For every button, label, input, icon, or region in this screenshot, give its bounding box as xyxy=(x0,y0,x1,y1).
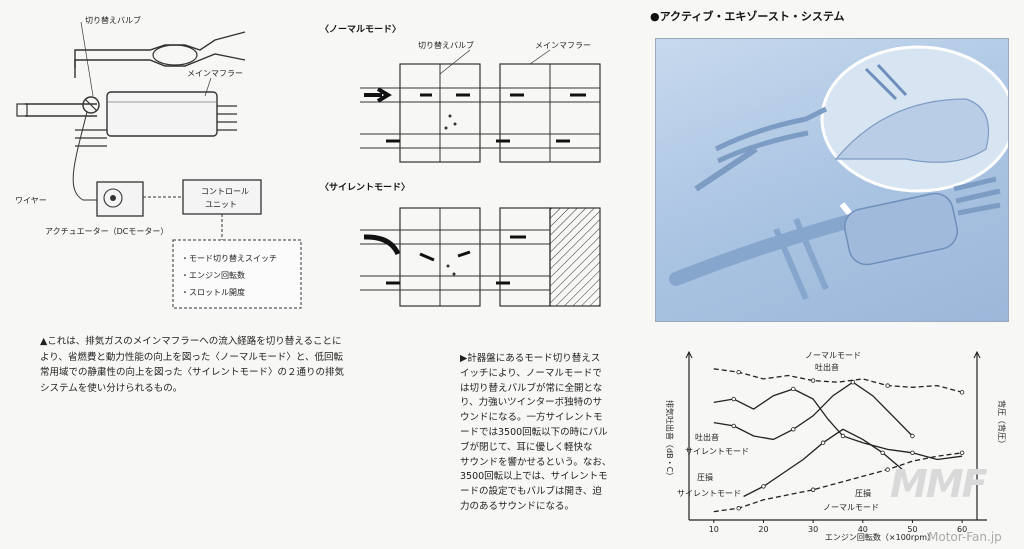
chart-series-point-0 xyxy=(959,390,965,395)
section-header: ●アクティブ・エキゾースト・システム xyxy=(650,10,845,23)
exhaust-sound-chart: 10 20 30 40 50 60 エンジン回転数（×100rpm） 排気吐出音（dB・C… xyxy=(665,350,1007,542)
chart-series-point-0 xyxy=(810,378,816,383)
chart-series-point-1 xyxy=(840,433,846,439)
chart-series-point-1 xyxy=(731,396,736,402)
chart-series-point-4 xyxy=(736,506,741,511)
chart-series-point-0 xyxy=(885,383,890,388)
chart-annotation-exhaust-sound-silent: 吐出音 xyxy=(695,432,719,442)
actuator-label: アクチュエーター（DCモーター） xyxy=(45,227,168,236)
chart-x-tick-label: 40 xyxy=(858,525,868,534)
caption-left-line: より、省燃費と動力性能の向上を図った〈ノーマルモード〉と、低回転 xyxy=(40,351,344,363)
chart-y-arrow-right xyxy=(973,350,981,359)
exhaust-system-illustration xyxy=(655,38,1016,322)
caption-mid-line: ウンドになる。一方サイレントモ xyxy=(460,412,603,424)
control-unit-box xyxy=(182,179,262,215)
wire-label: ワイヤー xyxy=(15,196,47,205)
caption-left-line: 常用域での静粛性の向上を図った〈サイレントモード〉の２通りの排気 xyxy=(40,367,345,378)
resonator-shape xyxy=(152,44,198,66)
chart-series-point-2 xyxy=(850,380,856,385)
chart-y-axis-label-left: 排気吐出音（dB・C） xyxy=(665,400,675,480)
valve-label: 切り替えバルブ xyxy=(85,15,141,25)
inputs-box xyxy=(172,239,302,309)
chart-series-point-3 xyxy=(880,450,885,455)
chart-y-arrow-left xyxy=(685,350,693,359)
normal-valve-label: 切り替えバルブ xyxy=(418,40,474,50)
main-muffler-shape xyxy=(106,91,218,137)
caption-mid-line: サウンドを響かせるという。なお、 xyxy=(460,456,612,468)
input-throttle: ・スロットル開度 xyxy=(181,287,245,297)
input-engine-speed: ・エンジン回転数 xyxy=(181,270,245,280)
normal-mode-diagram: 切り替えバルブ メインマフラー xyxy=(360,40,601,163)
input-mode-switch: ・モード切り替えスイッチ xyxy=(181,253,277,263)
control-unit-label-1: コントロール xyxy=(201,187,249,196)
chart-series-line-1 xyxy=(713,388,963,461)
chart-x-tick-label: 50 xyxy=(907,525,917,534)
chart-annotation-silent-mode-loss: サイレントモード xyxy=(677,489,741,498)
chart-series-point-3 xyxy=(820,440,826,445)
watermark-site: Motor-Fan.jp xyxy=(928,530,1002,544)
chart-series-line-4 xyxy=(713,452,963,513)
caption-left-line: システムを使い分けられるもの。 xyxy=(40,382,183,394)
normal-mode-title: 〈ノーマルモード〉 xyxy=(320,25,402,35)
caption-mid-line: イッチにより、ノーマルモードで xyxy=(460,367,602,379)
chart-annotation-exhaust-sound: 吐出音 xyxy=(815,362,839,372)
chart-x-axis-label: エンジン回転数（×100rpm） xyxy=(825,532,935,542)
chart-series-point-0 xyxy=(736,369,741,375)
valve-shape xyxy=(82,96,100,114)
caption-mid-line: り、力強いツインターボ独特のサ xyxy=(460,397,603,409)
caption-mid-line: 力のあるサウンドになる。 xyxy=(460,500,575,512)
exhaust-illustration-icon xyxy=(669,45,1016,301)
silent-mode-diagram xyxy=(360,207,601,307)
caption-mid-line: ▶計器盤にあるモード切り替えス xyxy=(460,353,601,364)
normal-muffler-label: メインマフラー xyxy=(535,41,591,50)
chart-annotation-normal-mode: ノーマルモード xyxy=(805,351,861,360)
chart-series-point-1 xyxy=(791,386,796,392)
caption-mid-line: ードの設定でもバルブは開き、迫 xyxy=(460,486,602,498)
chart-series-point-4 xyxy=(959,450,965,455)
chart-annotation-normal-mode-loss: ノーマルモード xyxy=(823,503,879,512)
chart-series-point-4 xyxy=(885,467,890,472)
caption-left-line: ▲これは、排気ガスのメインマフラーへの流入経路を切り替えることに xyxy=(40,336,342,347)
chart-annotation-pressure-loss-2: 圧損 xyxy=(855,488,871,498)
caption-middle: ▶計器盤にあるモード切り替えス イッチにより、ノーマルモードで は切り替えバルブ… xyxy=(460,352,611,515)
chart-series-line-2 xyxy=(713,381,913,441)
chart-annotation-pressure-loss: 圧損 xyxy=(697,472,713,482)
caption-mid-line: 3500回転以上では、サイレントモ xyxy=(460,471,608,483)
watermark-logo: MMF xyxy=(890,462,988,506)
chart-y-axis-label-right: 背圧（背圧） xyxy=(997,400,1007,448)
control-unit-label-2: ユニット xyxy=(205,200,237,209)
actuator-shape xyxy=(96,181,144,217)
chart-series-line-0 xyxy=(713,368,963,393)
caption-left: ▲これは、排気ガスのメインマフラーへの流入経路を切り替えることに より、省燃費と… xyxy=(40,334,344,396)
caption-mid-line: は切り替えバルブが常に全開とな xyxy=(460,382,603,394)
chart-series-point-1 xyxy=(910,450,915,455)
chart-x-tick-label: 60 xyxy=(957,525,967,534)
system-schematic: 切り替えバルブ メインマフラー ワイヤー コントロール ユニット アクチュエータ… xyxy=(15,15,302,309)
chart-series-point-2 xyxy=(791,427,796,432)
caption-mid-line: ブが閉じて、耳に優しく軽快な xyxy=(460,441,593,453)
chart-x-tick-label: 30 xyxy=(808,525,818,534)
caption-mid-line: ードでは3500回転以下の時にバル xyxy=(460,426,608,438)
chart-series-point-2 xyxy=(731,423,736,429)
chart-x-tick-label: 20 xyxy=(758,525,768,534)
chart-series-point-4 xyxy=(810,487,816,492)
main-muffler-label: メインマフラー xyxy=(187,69,243,78)
chart-series-point-3 xyxy=(761,484,766,489)
chart-x-tick-label: 10 xyxy=(709,525,719,534)
chart-series-point-2 xyxy=(910,433,915,439)
silent-mode-title: 〈サイレントモード〉 xyxy=(320,183,411,193)
chart-annotation-silent-mode: サイレントモード xyxy=(685,447,749,456)
